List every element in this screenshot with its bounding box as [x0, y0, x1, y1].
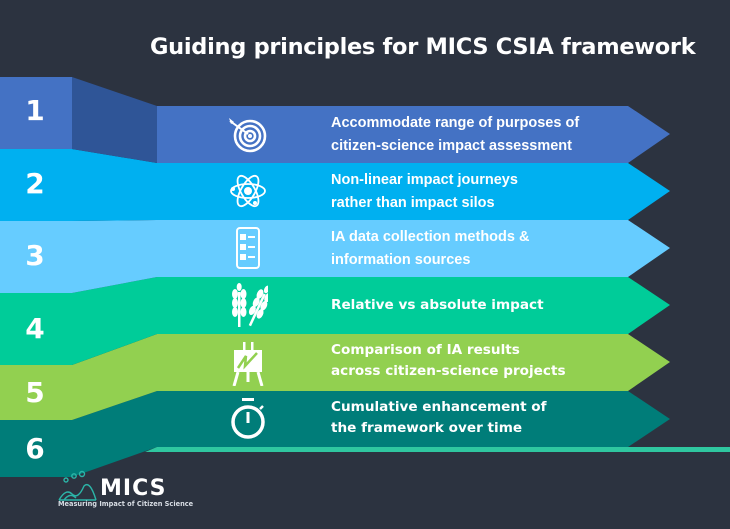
step-number-1: 1 — [25, 94, 45, 127]
principle-6-line-2: the framework over time — [331, 420, 523, 436]
step-number-4: 4 — [25, 312, 45, 345]
principle-5-text: Comparison of IA results across citizen-… — [331, 340, 631, 382]
principle-4-text: Relative vs absolute impact — [331, 294, 631, 317]
wheat-icon — [232, 283, 268, 327]
step-number-2: 2 — [25, 167, 45, 200]
band-3 — [0, 220, 670, 293]
principle-3-text: IA data collection methods & information… — [331, 226, 631, 272]
principle-6-text: Cumulative enhancement of the framework … — [331, 397, 631, 439]
principle-3-line-2: information sources — [331, 252, 471, 268]
band-1-panel — [157, 106, 670, 163]
principle-1-text: Accommodate range of purposes of citizen… — [331, 112, 631, 158]
principle-4-line-1: Relative vs absolute impact — [331, 297, 544, 313]
band-6 — [0, 391, 670, 477]
band-2 — [0, 149, 670, 221]
band-5 — [0, 334, 670, 420]
baseline-stripe — [145, 447, 730, 452]
logo-name: MICS — [100, 476, 167, 501]
page-title: Guiding principles for MICS CSIA framewo… — [150, 34, 696, 60]
target-arrow-icon — [229, 118, 267, 153]
checklist-icon — [236, 227, 260, 269]
principle-1-line-2: citizen-science impact assessment — [331, 138, 572, 154]
principle-2-line-2: rather than impact silos — [331, 195, 495, 211]
band-1 — [0, 77, 72, 149]
principle-6-line-1: Cumulative enhancement of — [331, 399, 547, 415]
principle-2-text: Non-linear impact journeys rather than i… — [331, 169, 631, 215]
logo-tagline: Measuring Impact of Citizen Science — [58, 500, 194, 508]
atom-icon — [230, 174, 266, 208]
principle-3-line-1: IA data collection methods & — [331, 229, 530, 245]
principle-5-line-1: Comparison of IA results — [331, 342, 520, 358]
band-1-fold — [72, 77, 157, 163]
step-number-6: 6 — [25, 432, 45, 465]
principle-1-line-1: Accommodate range of purposes of — [331, 115, 580, 131]
step-number-5: 5 — [25, 376, 45, 409]
mics-logo-icon — [58, 470, 97, 501]
stopwatch-icon — [231, 398, 265, 439]
principle-5-line-2: across citizen-science projects — [331, 363, 566, 379]
step-number-3: 3 — [25, 239, 45, 272]
band-4 — [0, 277, 670, 365]
principle-2-line-1: Non-linear impact journeys — [331, 172, 518, 188]
easel-chart-icon — [232, 342, 264, 386]
